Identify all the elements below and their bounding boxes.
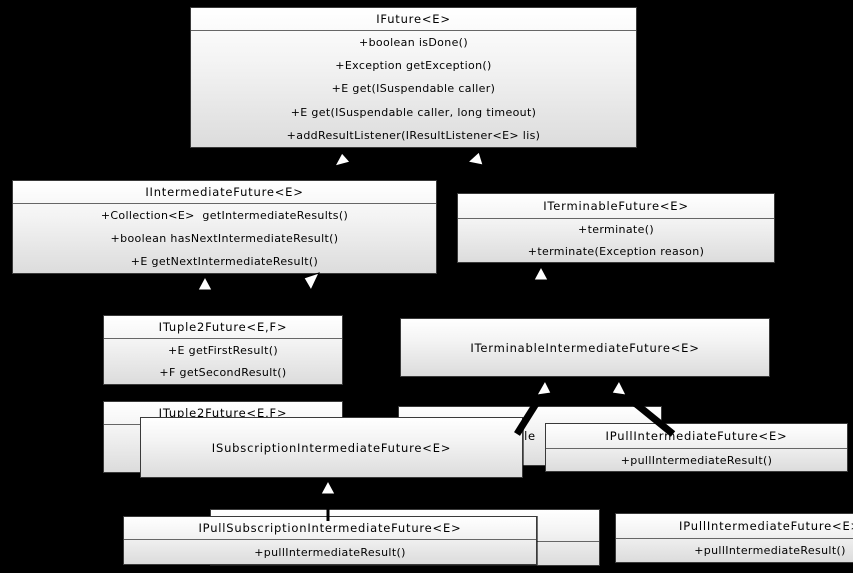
class-title: IPullIntermediateFuture<E> xyxy=(616,514,853,539)
methods-compartment: +Collection<E> getIntermediateResults() … xyxy=(13,204,436,273)
class-box-ipullintermediatefuture-clipped: IPullIntermediateFuture<E> +pullIntermed… xyxy=(615,513,853,563)
method-label: +pullIntermediateResult() xyxy=(254,545,406,559)
class-box-ituple2future: ITuple2Future<E,F> +E getFirstResult() +… xyxy=(103,315,343,385)
methods-compartment: +boolean isDone() +Exception getExceptio… xyxy=(191,31,636,147)
class-box-iterminablefuture: ITerminableFuture<E> +terminate() +termi… xyxy=(457,193,775,263)
method-label: +E getNextIntermediateResult() xyxy=(130,255,319,268)
class-title-fragment: le xyxy=(524,429,536,443)
method-label: +Exception getException() xyxy=(335,59,492,73)
inheritance-arrowhead-icon xyxy=(466,151,484,166)
inheritance-arrowhead-icon xyxy=(536,379,552,396)
method-label: +pullIntermediateResult() xyxy=(620,453,773,467)
class-title: IIntermediateFuture<E> xyxy=(13,181,436,204)
method-label: +terminate(Exception reason) xyxy=(527,244,705,258)
class-title: ISubscriptionIntermediateFuture<E> xyxy=(211,440,452,455)
class-box-iintermediatefuture: IIntermediateFuture<E> +Collection<E> ge… xyxy=(12,180,437,274)
inheritance-arrowhead-icon xyxy=(197,275,213,291)
methods-compartment: +pullIntermediateResult() xyxy=(546,449,847,471)
methods-compartment: +pullIntermediateResult() xyxy=(616,539,853,562)
class-title: ITerminableFuture<E> xyxy=(458,194,774,219)
method-label: +Collection<E> getIntermediateResults() xyxy=(100,209,349,222)
class-box-ifuture: IFuture<E> +boolean isDone() +Exception … xyxy=(190,7,637,148)
class-title: IPullSubscriptionIntermediateFuture<E> xyxy=(124,517,536,540)
class-box-iterminableintermediatefuture: ITerminableIntermediateFuture<E> xyxy=(400,318,770,377)
class-title: ITerminableIntermediateFuture<E> xyxy=(470,340,700,355)
inheritance-arrowhead-icon xyxy=(320,479,336,495)
methods-compartment: +terminate() +terminate(Exception reason… xyxy=(458,219,774,262)
inheritance-arrowhead-icon xyxy=(334,152,351,167)
methods-compartment: +pullIntermediateResult() xyxy=(124,540,536,564)
method-label: +addResultListener(IResultListener<E> li… xyxy=(286,128,541,142)
inheritance-arrowhead-icon xyxy=(533,265,549,281)
methods-compartment: +E getFirstResult() +F getSecondResult() xyxy=(104,339,342,384)
method-label: +boolean isDone() xyxy=(359,36,468,50)
inheritance-arrowhead-icon xyxy=(611,379,627,396)
method-label: +F getSecondResult() xyxy=(159,366,287,380)
method-label: +E get(ISuspendable caller, long timeout… xyxy=(290,105,537,119)
class-box-ipullintermediatefuture: IPullIntermediateFuture<E> +pullIntermed… xyxy=(545,423,848,472)
class-box-isubscriptionintermediatefuture: ISubscriptionIntermediateFuture<E> xyxy=(140,417,523,478)
class-title: IFuture<E> xyxy=(191,8,636,31)
method-label: +E getFirstResult() xyxy=(167,343,279,357)
class-title: IPullIntermediateFuture<E> xyxy=(546,424,847,449)
inheritance-arrowhead-icon xyxy=(303,272,320,292)
method-label: +terminate() xyxy=(578,223,654,237)
method-label: +E get(ISuspendable caller) xyxy=(331,82,496,96)
class-title: ITuple2Future<E,F> xyxy=(104,316,342,339)
method-label: +pullIntermediateResult() xyxy=(694,544,846,557)
class-box-ipullsubscriptionintermediatefuture: IPullSubscriptionIntermediateFuture<E> +… xyxy=(123,516,537,565)
method-label: +boolean hasNextIntermediateResult() xyxy=(110,232,339,245)
